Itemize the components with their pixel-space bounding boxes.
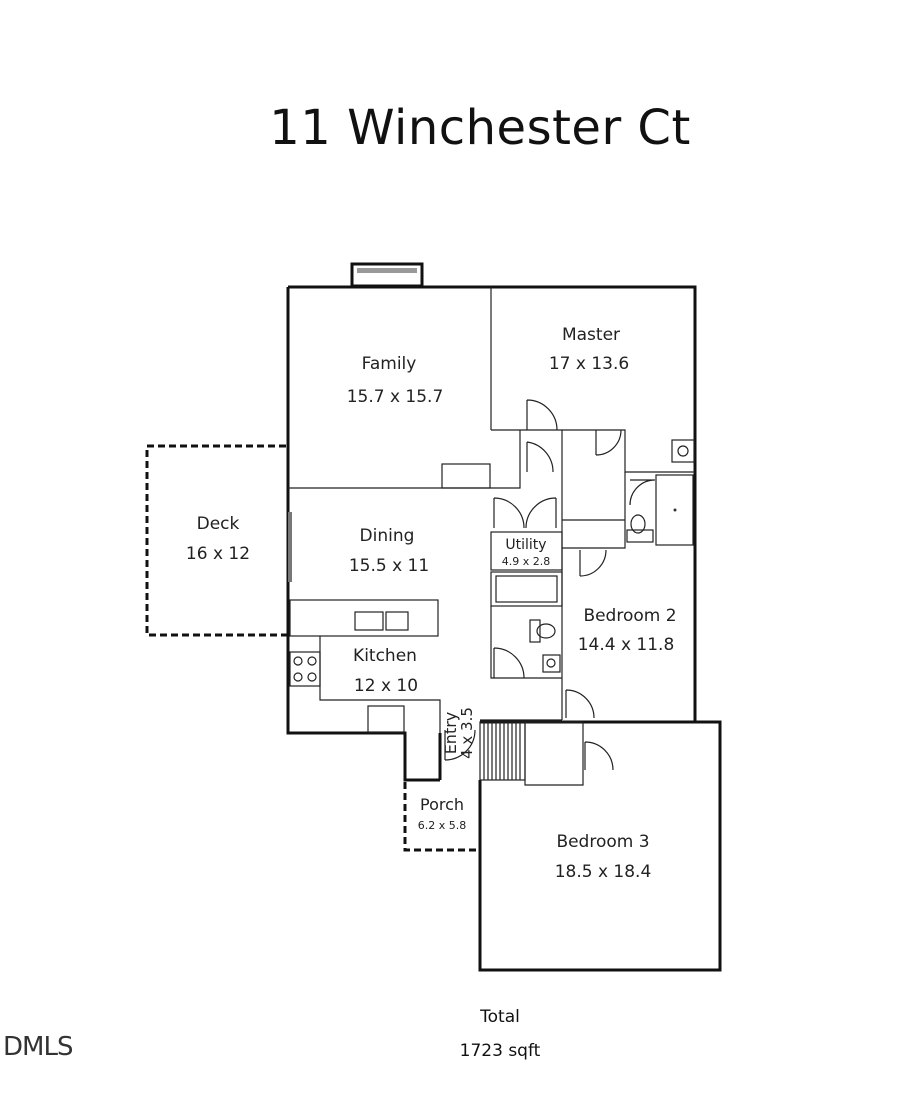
bedroom2-dims: 14.4 x 11.8 xyxy=(578,635,675,655)
closet-wall xyxy=(491,429,563,720)
toilet-icon xyxy=(529,619,556,643)
stairs xyxy=(479,721,526,781)
family-dims: 15.7 x 15.7 xyxy=(347,387,444,407)
bedroom2-label: Bedroom 2 xyxy=(583,606,676,626)
bedroom3-label: Bedroom 3 xyxy=(556,832,649,852)
deck-dims: 16 x 12 xyxy=(186,544,250,564)
plan-title: 11 Winchester Ct xyxy=(269,100,691,156)
bedroom3-dims: 18.5 x 18.4 xyxy=(555,862,652,882)
fireplace xyxy=(350,262,424,288)
refrigerator xyxy=(367,705,405,733)
bath-wall xyxy=(562,472,626,549)
master-label: Master xyxy=(562,325,620,345)
porch-label: Porch xyxy=(420,795,464,814)
total-label: Total xyxy=(480,1007,520,1027)
kitchen-sink xyxy=(354,611,384,631)
dishwasher xyxy=(385,611,409,631)
total-area: Total 1723 sqft xyxy=(400,1000,600,1068)
family-step xyxy=(441,463,491,489)
sink xyxy=(542,654,561,673)
hall-bath-wall xyxy=(490,606,562,679)
master-bath-wall xyxy=(562,429,695,473)
utility-dims: 4.9 x 2.8 xyxy=(502,555,551,568)
toilet-icon xyxy=(626,514,654,543)
sink xyxy=(671,439,695,463)
bedroom3-closet-wall xyxy=(524,721,584,786)
deck-outline xyxy=(145,444,290,637)
bathtub xyxy=(490,571,563,607)
porch-dims: 6.2 x 5.8 xyxy=(418,819,467,832)
hall-wall xyxy=(491,430,521,489)
stove-icon xyxy=(289,651,321,687)
entry-label: Entry xyxy=(441,712,460,755)
entry-dims: 4 x 3.5 xyxy=(458,707,476,759)
dining-dims: 15.5 x 11 xyxy=(349,556,429,576)
kitchen-counter xyxy=(289,599,439,637)
family-label: Family xyxy=(362,354,417,374)
utility-room xyxy=(490,531,563,571)
dining-label: Dining xyxy=(360,526,415,546)
kitchen-dims: 12 x 10 xyxy=(354,676,418,696)
total-value: 1723 sqft xyxy=(459,1041,541,1061)
door-swings xyxy=(444,399,656,771)
shower xyxy=(655,474,694,546)
kitchen-label: Kitchen xyxy=(353,646,417,666)
porch-outline xyxy=(403,782,478,852)
watermark: DMLS xyxy=(3,1032,73,1062)
utility-label: Utility xyxy=(505,537,546,553)
master-dims: 17 x 13.6 xyxy=(549,354,629,374)
deck-label: Deck xyxy=(197,514,240,534)
fireplace-hearth xyxy=(357,268,417,273)
